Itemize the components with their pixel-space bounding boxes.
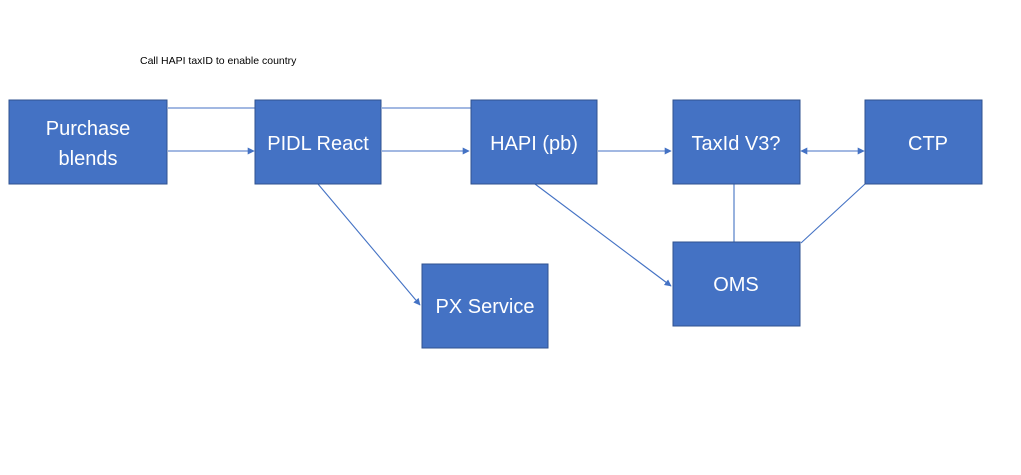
annotation-text: Call HAPI taxID to enable country xyxy=(140,55,297,67)
node-hapi-pb[interactable]: HAPI (pb) xyxy=(470,99,598,185)
edges-group xyxy=(168,107,866,306)
node-ctp[interactable]: CTP xyxy=(864,99,983,185)
node-px-service-label: PX Service xyxy=(436,296,535,318)
node-taxid-v3[interactable]: TaxId V3? xyxy=(672,99,801,185)
node-oms[interactable]: OMS xyxy=(672,241,801,327)
edge-pidl-to-px xyxy=(317,183,421,306)
node-purchase-blends-label-line2: blends xyxy=(59,148,118,170)
node-ctp-label: CTP xyxy=(908,133,948,155)
edge-hapi-to-oms xyxy=(534,183,672,287)
node-taxid-v3-label: TaxId V3? xyxy=(692,133,781,155)
node-oms-label: OMS xyxy=(713,274,759,296)
node-pidl-react-label: PIDL React xyxy=(267,133,369,155)
node-purchase-blends-label-line1: Purchase xyxy=(46,118,131,140)
node-px-service[interactable]: PX Service xyxy=(421,263,549,349)
node-pidl-react[interactable]: PIDL React xyxy=(254,99,382,185)
node-purchase-blends[interactable]: Purchase blends xyxy=(8,99,168,185)
edge-ctp-oms xyxy=(800,183,866,244)
node-hapi-pb-label: HAPI (pb) xyxy=(490,133,578,155)
